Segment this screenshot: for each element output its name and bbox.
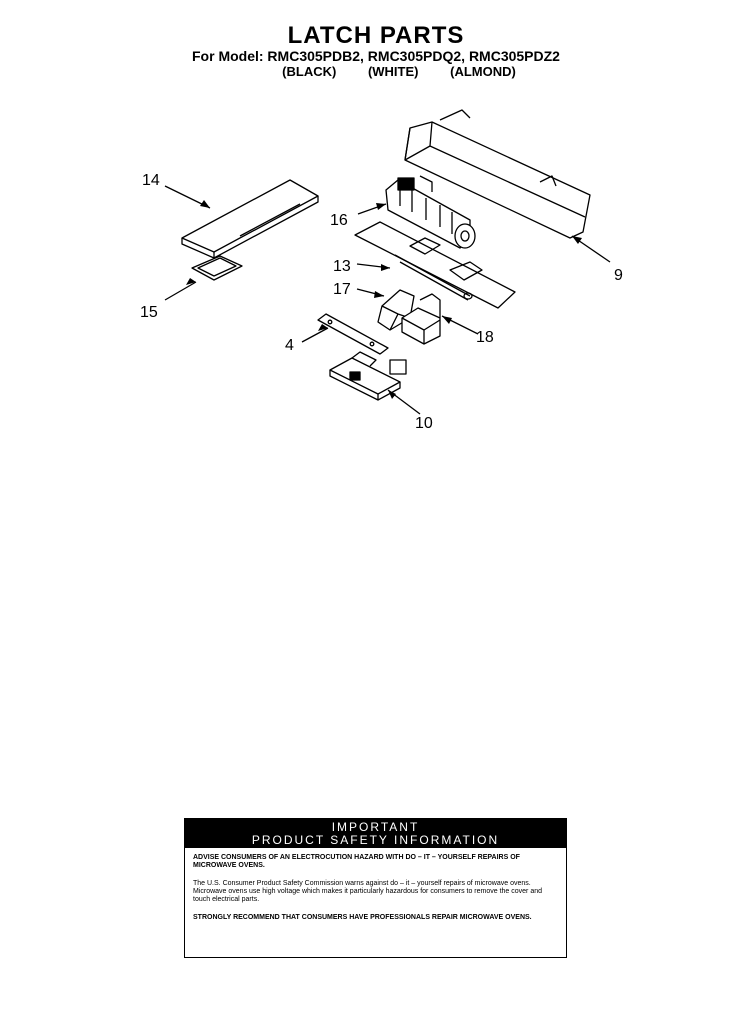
model-list: For Model: RMC305PDB2, RMC305PDQ2, RMC30… [192,48,560,64]
safety-notice-para1: ADVISE CONSUMERS OF AN ELECTROCUTION HAZ… [193,854,520,869]
callout-10: 10 [415,415,433,432]
safety-notice-para2: The U.S. Consumer Product Safety Commiss… [193,880,542,903]
exploded-parts-diagram: 14 15 16 13 17 4 18 10 9 [140,109,623,432]
color-almond: (ALMOND) [450,64,516,79]
safety-notice-para3: STRONGLY RECOMMEND THAT CONSUMERS HAVE P… [193,914,532,921]
safety-notice: IMPORTANT PRODUCT SAFETY INFORMATION ADV… [184,818,567,958]
callout-4: 4 [285,337,294,354]
safety-notice-body: ADVISE CONSUMERS OF AN ELECTROCUTION HAZ… [185,848,566,938]
callout-14: 14 [142,172,160,189]
safety-notice-heading-line2: PRODUCT SAFETY INFORMATION [251,833,500,847]
color-white: (WHITE) [367,64,419,79]
callout-17: 17 [333,281,351,298]
color-list: (BLACK) (WHITE) (ALMOND) [0,64,752,79]
part-10-switch-assembly [329,351,407,401]
part-4-strip [317,313,389,355]
part-13-base-plate [354,221,516,309]
callout-15: 15 [140,304,158,321]
callout-13: 13 [333,258,351,275]
part-18-bracket [401,293,441,345]
part-9-cover-plate [404,109,591,239]
leader-15 [164,281,197,301]
color-black: (BLACK) [282,64,337,79]
part-16-motor-assembly [385,175,476,249]
callout-18: 18 [476,329,494,346]
callout-9: 9 [614,267,623,284]
safety-notice-heading: IMPORTANT PRODUCT SAFETY INFORMATION [185,819,566,848]
part-14-top-cover [181,179,319,259]
callout-16: 16 [330,212,348,229]
safety-notice-heading-line1: IMPORTANT [331,820,420,834]
leader-4 [301,327,329,343]
part-15-pad [191,255,243,281]
page-title: LATCH PARTS [287,22,465,49]
